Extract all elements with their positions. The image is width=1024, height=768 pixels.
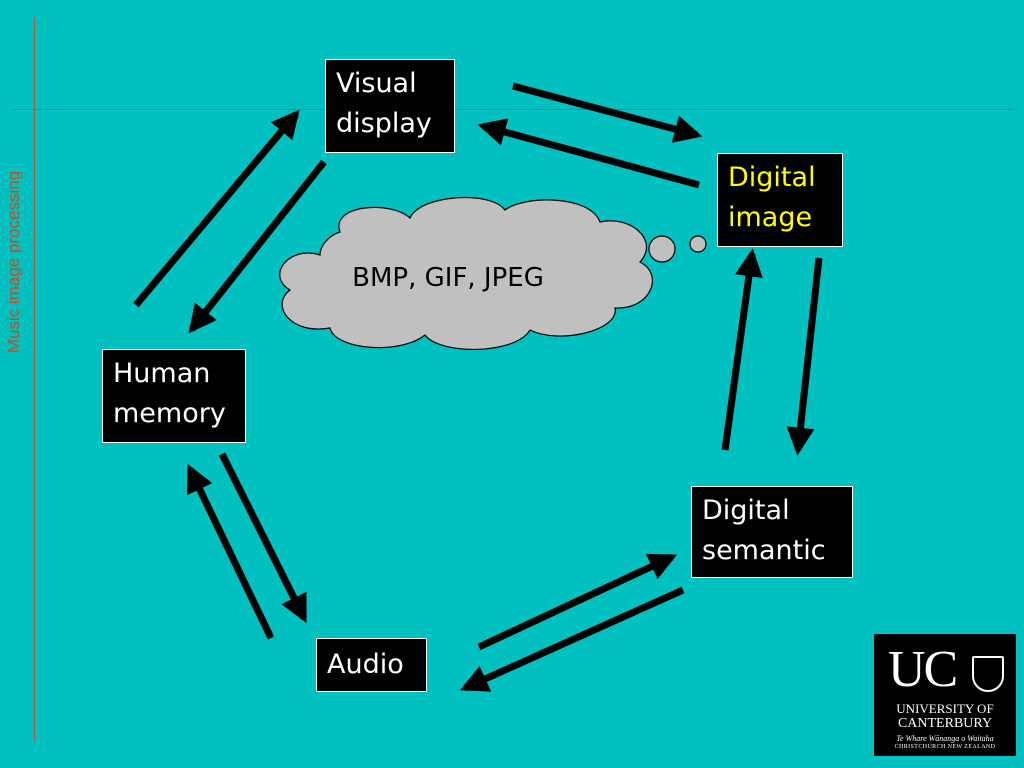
node-audio: Audio [316, 638, 427, 692]
logo-line3: Te Whare Wānanga o Waitaha [896, 734, 994, 743]
thought-bubble-large [648, 235, 676, 263]
thought-cloud [279, 196, 729, 350]
vertical-rule [34, 18, 35, 742]
node-human-memory-line2: memory [113, 398, 226, 429]
thought-bubble-medium [689, 235, 707, 253]
node-digital-semantic-line2: semantic [702, 535, 826, 566]
arrow-digital-image-to-semantic [786, 257, 823, 456]
horizontal-rule [12, 109, 1014, 110]
logo-line2: CANTERBURY [897, 716, 993, 731]
crest-icon [972, 656, 1004, 692]
node-digital-semantic-line1: Digital [702, 495, 790, 526]
arrow-semantic-to-digital-image [721, 248, 763, 451]
node-visual-display: Visual display [325, 59, 455, 153]
arrow-audio-to-human [186, 463, 275, 640]
node-audio-label: Audio [327, 649, 404, 680]
node-human-memory: Human memory [102, 349, 246, 443]
arrow-audio-to-semantic [477, 553, 678, 651]
arrow-human-to-visual [133, 109, 300, 308]
node-digital-image-line1: Digital [728, 162, 816, 193]
arrow-visual-to-human [188, 159, 327, 334]
logo-line4: CHRISTCHURCH NEW ZEALAND [894, 744, 996, 750]
node-visual-display-line2: display [336, 108, 432, 139]
node-human-memory-line1: Human [113, 358, 211, 389]
node-visual-display-line1: Visual [336, 68, 417, 99]
arrow-human-to-audio [218, 452, 308, 624]
node-digital-image: Digital image [717, 153, 843, 247]
cloud-formats-label: BMP, GIF, JPEG [352, 263, 544, 293]
logo-line1: UNIVERSITY OF [896, 701, 994, 716]
arrow-digital-image-to-visual [477, 118, 700, 189]
arrow-semantic-to-audio [459, 586, 685, 692]
node-digital-image-line2: image [728, 202, 813, 233]
logo-mark: UC [888, 641, 958, 698]
university-logo: UC UNIVERSITY OF CANTERBURY Te Whare Wān… [874, 634, 1016, 756]
node-digital-semantic: Digital semantic [691, 486, 853, 578]
arrow-visual-to-digital-image [512, 82, 703, 143]
